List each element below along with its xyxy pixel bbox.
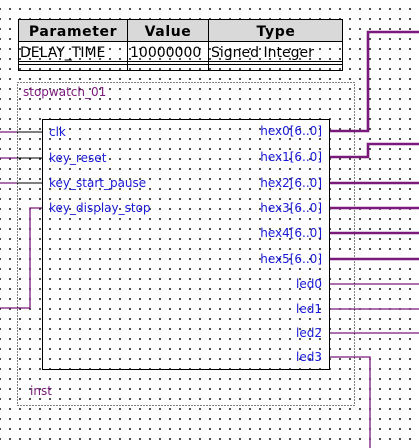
block-symbol-box bbox=[42, 119, 330, 370]
block-name-label: stopwatch_01 bbox=[23, 85, 106, 99]
instance-boundary bbox=[17, 82, 355, 406]
pin-label-led3: led3 bbox=[296, 350, 322, 364]
parameter-table-border bbox=[18, 19, 343, 71]
pin-label-key-display-stop: key_display_stop bbox=[49, 201, 151, 215]
wire-key-display-stop bbox=[0, 207, 42, 309]
input-wires bbox=[0, 131, 42, 309]
parameter-cell-name: DELAY_TIME bbox=[20, 45, 105, 61]
wire-hex1 bbox=[330, 142, 419, 159]
pin-label-clk: clk bbox=[49, 125, 66, 139]
output-wires bbox=[330, 30, 419, 448]
pin-label-hex1: hex1[6..0] bbox=[260, 150, 322, 164]
pin-label-led0: led0 bbox=[296, 277, 322, 291]
parameter-table-header-bg bbox=[18, 19, 343, 41]
pin-label-hex2: hex2[6..0] bbox=[260, 176, 322, 190]
pin-label-led1: led1 bbox=[296, 302, 322, 316]
pin-label-hex4: hex4[6..0] bbox=[260, 226, 322, 240]
pin-label-key-start-pause: key_start_pause bbox=[49, 176, 146, 190]
instance-name-label: inst bbox=[30, 384, 52, 398]
parameter-table: Parameter Value Type DELAY_TIME 10000000… bbox=[18, 19, 343, 71]
parameter-cell-type: Signed Integer bbox=[211, 45, 314, 61]
pin-label-key-reset: key_reset bbox=[49, 151, 107, 165]
parameter-header-name: Parameter bbox=[29, 24, 117, 40]
wire-led3 bbox=[330, 356, 371, 448]
parameter-cell-value: 10000000 bbox=[130, 45, 201, 61]
parameter-header-value: Value bbox=[145, 24, 192, 40]
parameter-header-type: Type bbox=[257, 24, 296, 40]
pin-label-hex0: hex0[6..0] bbox=[260, 124, 322, 138]
pin-label-hex3: hex3[6..0] bbox=[260, 201, 322, 215]
pin-label-led2: led2 bbox=[296, 326, 322, 340]
pin-label-hex5: hex5[6..0] bbox=[260, 252, 322, 266]
wire-hex0 bbox=[330, 30, 419, 133]
